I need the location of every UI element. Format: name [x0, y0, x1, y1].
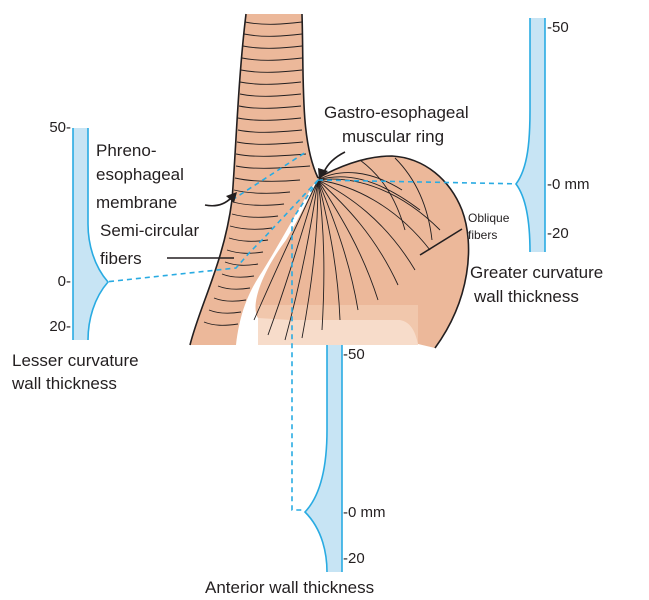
gastro-ring-label-2: muscular ring	[342, 127, 444, 146]
lesser-tick-50: 50-	[49, 119, 71, 136]
lesser-curvature-title-1: Lesser curvature	[12, 351, 139, 370]
anterior-wall-title: Anterior wall thickness	[205, 578, 374, 597]
lesser-tick-0: 0-	[58, 273, 71, 290]
tissue-fade	[258, 305, 418, 345]
lesser-tick-20: 20-	[49, 318, 71, 335]
anterior-profile-fill	[305, 345, 342, 572]
anterior-tick-50: -50	[343, 346, 365, 363]
phreno-label-1: Phreno-	[96, 141, 156, 160]
greater-curvature-title-1: Greater curvature	[470, 263, 603, 282]
phreno-arrow	[205, 198, 231, 206]
greater-tick-20: -20	[547, 225, 569, 242]
semicircular-label-2: fibers	[100, 249, 142, 268]
greater-tick-50: -50	[547, 19, 569, 36]
phreno-label-3: membrane	[96, 193, 177, 212]
greater-curvature-title-2: wall thickness	[473, 287, 579, 306]
anterior-wall-profile: -50 -0 mm -20 Anterior wall thickness	[205, 345, 386, 597]
greater-curvature-profile: -50 -0 mm -20 Greater curvature wall thi…	[470, 18, 603, 306]
lesser-curvature-title-2: wall thickness	[11, 374, 117, 393]
anterior-tick-20: -20	[343, 550, 365, 567]
anterior-tick-0: -0 mm	[343, 504, 386, 521]
greater-tick-0: -0 mm	[547, 176, 590, 193]
oblique-label-2: fibers	[468, 228, 497, 242]
semicircular-label-1: Semi-circular	[100, 221, 200, 240]
gastro-ring-label-1: Gastro-esophageal	[324, 103, 469, 122]
phreno-label-2: esophageal	[96, 165, 184, 184]
oblique-label-1: Oblique	[468, 211, 510, 225]
